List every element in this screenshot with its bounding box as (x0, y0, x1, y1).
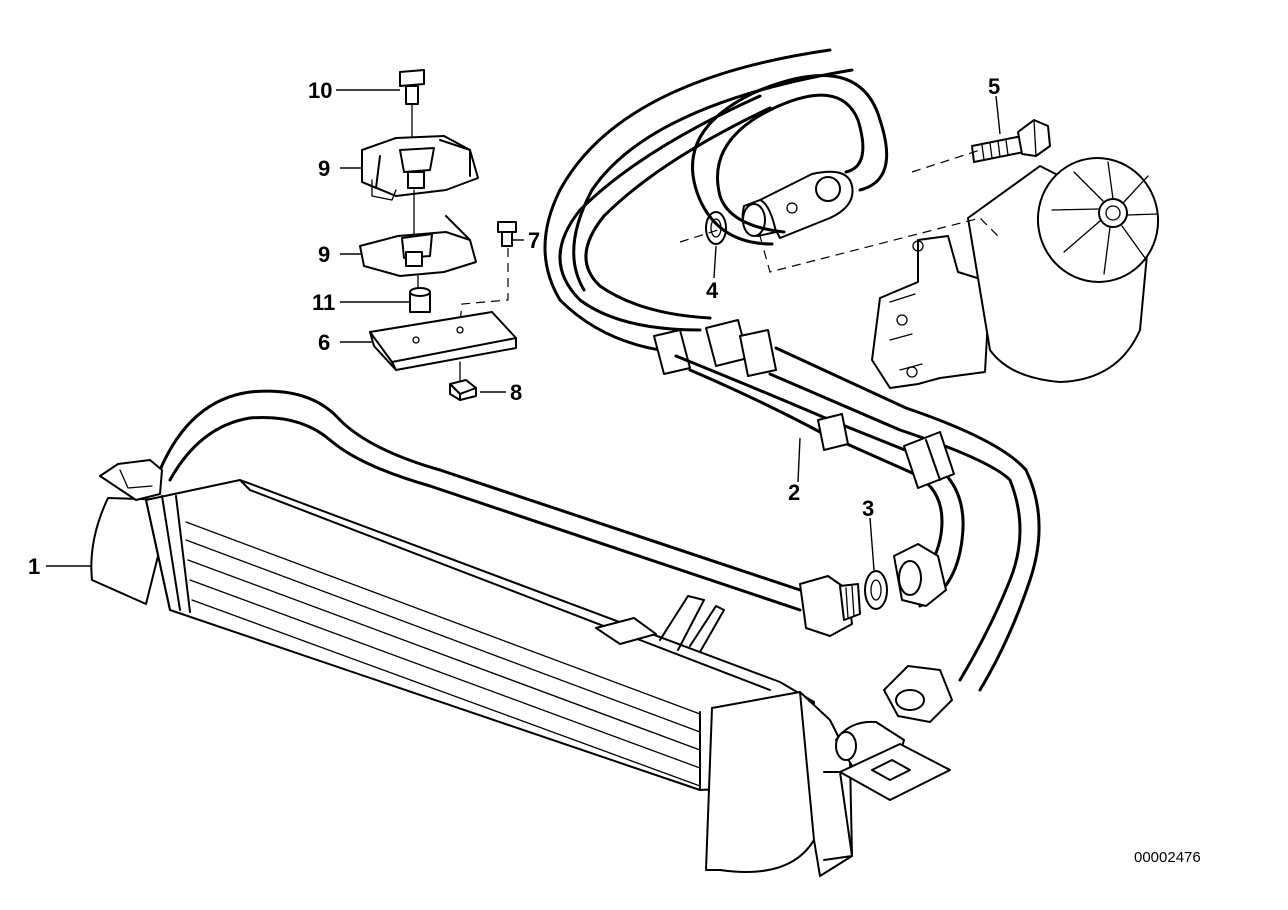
bushing (409, 287, 431, 313)
oil-cooler-pipes (543, 48, 1041, 723)
callout-labels: 1 2 3 4 5 6 7 8 9 9 10 11 (28, 74, 1000, 579)
filter-cap-ribs (1051, 161, 1159, 275)
callout-11: 11 (312, 290, 335, 315)
nut (449, 379, 477, 401)
oil-cooler (90, 389, 951, 877)
callout-2: 2 (788, 480, 800, 505)
bracket-plate (369, 311, 517, 371)
callout-5: 5 (988, 74, 1000, 99)
diagram-id-code: 00002476 (1134, 849, 1201, 866)
callout-8: 8 (510, 380, 522, 405)
pipe-clamp-lower (359, 215, 477, 277)
pipe-union-nuts (799, 543, 947, 637)
cooler-fins (185, 521, 701, 787)
hollow-bolt (971, 119, 1051, 163)
bolt (399, 69, 425, 105)
callout-3: 3 (862, 496, 874, 521)
callout-10: 10 (308, 78, 332, 103)
callout-leaders (46, 89, 1001, 571)
callout-9-upper: 9 (318, 156, 330, 181)
callout-7: 7 (528, 228, 540, 253)
oil-filter-housing (871, 157, 1160, 389)
screw (497, 221, 517, 247)
callout-1: 1 (28, 554, 40, 579)
gasket-ring-pipe (864, 570, 888, 610)
callout-9-lower: 9 (318, 242, 330, 267)
callout-6: 6 (318, 330, 330, 355)
callout-4: 4 (706, 278, 719, 303)
pipe-clamp-upper (361, 135, 479, 201)
